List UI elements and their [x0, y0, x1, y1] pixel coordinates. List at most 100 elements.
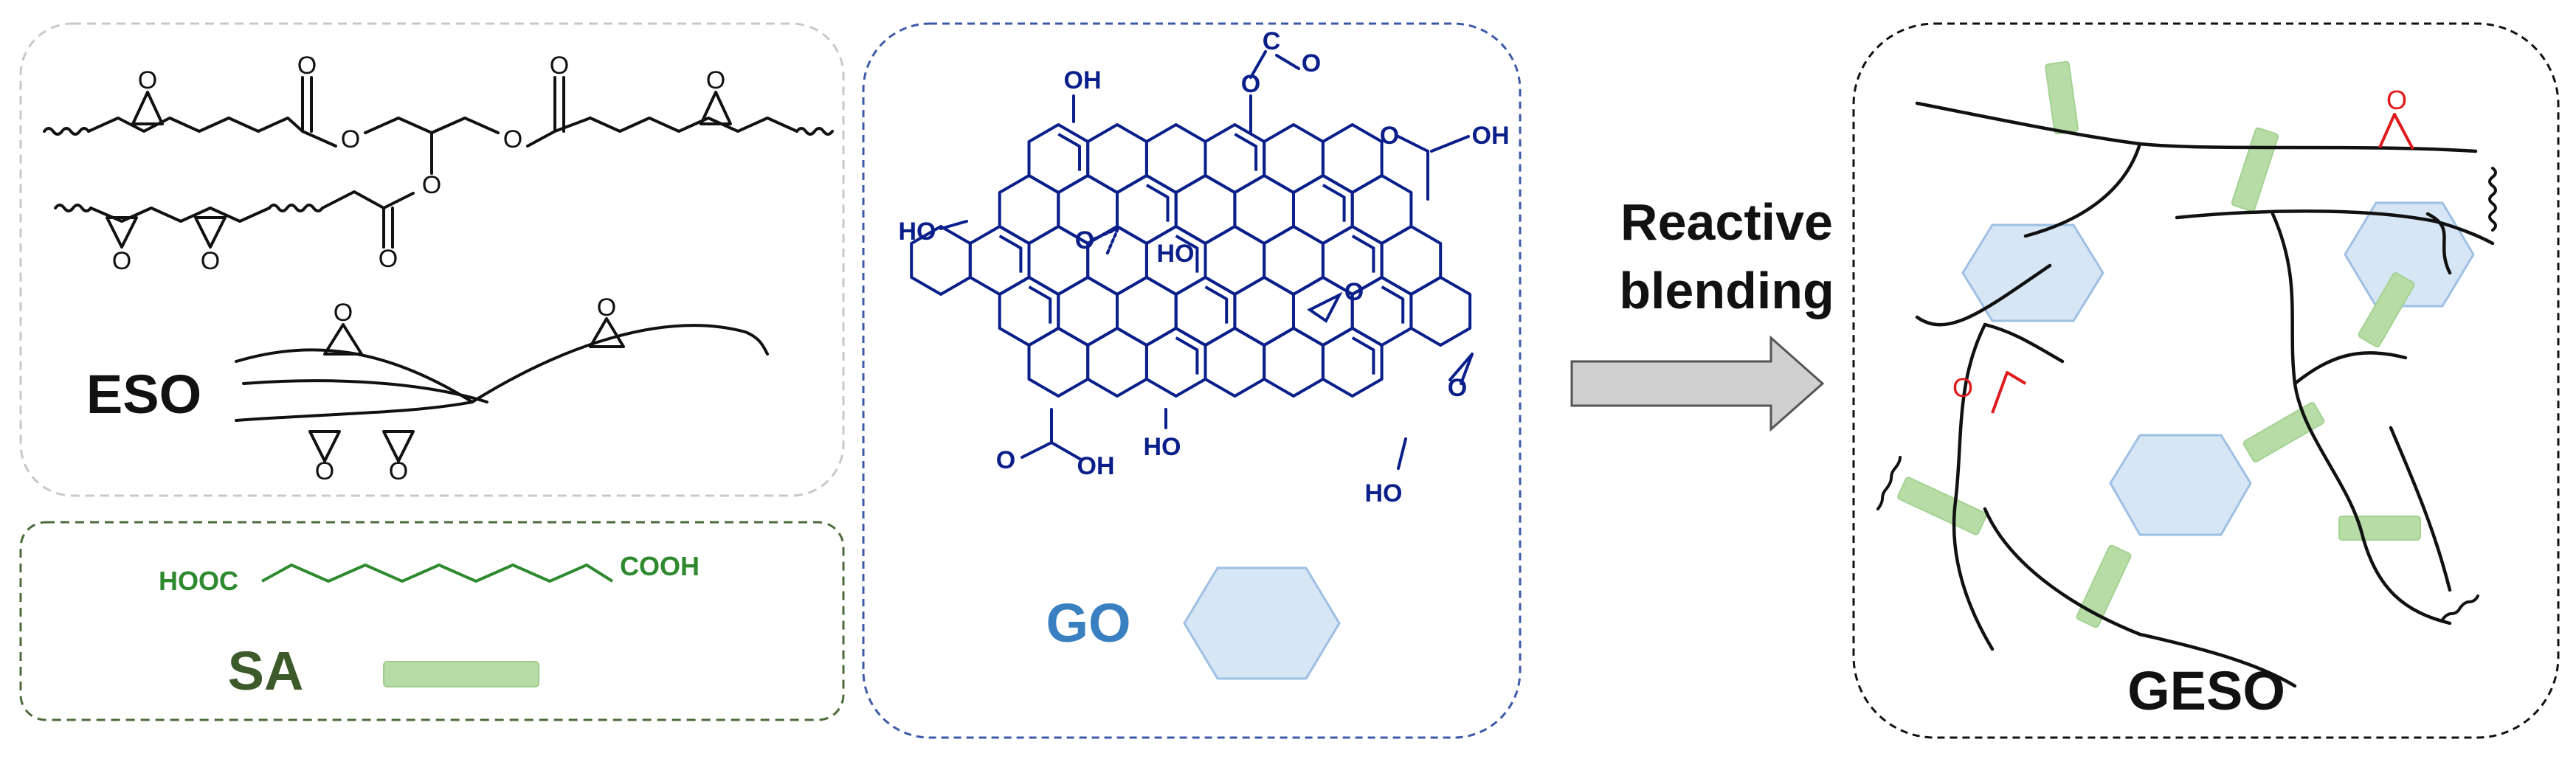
geso-sa-bar: [1897, 476, 1987, 535]
eso-ester-bond-3: [321, 190, 415, 249]
geso-strand: [2425, 212, 2452, 275]
eso-epoxide-8: [382, 430, 415, 462]
eso-ester-bond-1: [301, 76, 337, 148]
go-ring: [1204, 327, 1266, 398]
eso-chain-middle: [89, 207, 271, 223]
eso-atom-o: O: [422, 171, 441, 199]
geso-strand: [1915, 101, 2478, 153]
eso-atom-o: O: [389, 457, 408, 485]
go-ring-double-bond: [1351, 336, 1375, 375]
eso-epoxide-6: [589, 317, 625, 348]
go-group-oh-top: OH: [1064, 66, 1102, 94]
go-group-oh-bottom: OH: [1077, 452, 1115, 480]
go-ring: [1086, 327, 1148, 398]
eso-atom-o: O: [503, 125, 522, 153]
go-atom-o: O: [996, 446, 1015, 474]
eso-panel: O O O O O O O O O O O O O O ESO: [19, 22, 845, 497]
eso-strand-top: [235, 324, 769, 403]
eso-molecule: [43, 76, 834, 462]
go-sheet: OH O C O O OH HO O HO O O O OH HO HO: [899, 27, 1510, 507]
eso-wavy-end-left: [43, 127, 90, 136]
sa-bar-symbol: [383, 661, 539, 687]
geso-epoxides: [1991, 113, 2414, 414]
geso-label: GESO: [2127, 660, 2285, 721]
go-ring: [1027, 327, 1090, 398]
geso-sa-bar: [2076, 544, 2132, 628]
eso-atom-o: O: [315, 457, 334, 485]
geso-sa-bar: [2338, 516, 2421, 541]
go-atom-o: O: [1302, 49, 1321, 77]
go-bond-cooh-right: [1397, 135, 1470, 201]
go-ring-double-bond: [1175, 235, 1199, 273]
geso-strand: [1983, 507, 2297, 688]
go-hex-grid: [910, 123, 1472, 398]
go-ring-double-bond: [998, 235, 1023, 273]
geso-panel: O O GESO: [1852, 22, 2560, 739]
eso-atom-o: O: [597, 294, 616, 322]
eso-epoxide-3: [106, 216, 138, 249]
go-ring-double-bond: [1028, 285, 1052, 324]
eso-chain-top-left: [87, 117, 304, 133]
geso-go-sheets: [1961, 201, 2475, 536]
geso-atom-o: O: [2386, 85, 2407, 115]
eso-glycerol: [364, 117, 500, 175]
geso-polymer-strands: [1915, 101, 2495, 688]
eso-epoxide-4: [194, 216, 227, 249]
go-bond-epoxide-center: [1307, 291, 1343, 323]
eso-box: [19, 22, 845, 497]
go-bond-ester-top: [1249, 50, 1300, 134]
eso-atom-o: O: [379, 245, 398, 273]
go-group-oh-right: OH: [1472, 122, 1510, 150]
go-ring-double-bond: [1322, 184, 1346, 222]
sa-left-group: HOOC: [159, 566, 238, 596]
go-atom-o: O: [1380, 122, 1399, 150]
geso-wavy-end: [2441, 595, 2479, 621]
eso-epoxide-2: [700, 91, 732, 125]
geso-sa-bar: [2358, 272, 2415, 347]
eso-atom-o: O: [341, 125, 360, 153]
go-ring: [1321, 327, 1384, 398]
eso-atoms: O O O O O O O O O O O O O O: [112, 52, 725, 485]
eso-atom-o: O: [706, 66, 725, 94]
eso-epoxide-1: [131, 91, 164, 125]
sa-chain: [261, 564, 614, 583]
geso-epoxide-ring: [1991, 371, 2027, 414]
go-ring-double-bond: [1204, 285, 1229, 324]
eso-epoxide-7: [308, 430, 341, 462]
go-groups: OH O C O O OH HO O HO O O O OH HO HO: [899, 27, 1510, 507]
go-bond-ho-left: [939, 220, 968, 230]
go-atom-o: O: [1344, 278, 1364, 306]
go-group-ho-bottom-right: HO: [1365, 479, 1403, 507]
eso-label: ESO: [86, 364, 201, 425]
geso-go-hexagon: [1961, 223, 2104, 322]
eso-wavy-end-left-2: [54, 204, 92, 212]
eso-atom-o: O: [297, 52, 317, 80]
go-atom-o: O: [1241, 70, 1260, 98]
arrow-label-line2: blending: [1619, 262, 1834, 319]
geso-sa-bar: [2231, 127, 2279, 212]
go-group-ho-bottom: HO: [1144, 433, 1181, 461]
eso-atom-o: O: [112, 247, 131, 275]
go-bonds: [939, 50, 1474, 470]
eso-ester-bond-2: [526, 76, 592, 148]
go-atom-o: O: [1448, 374, 1467, 402]
eso-atom-o: O: [550, 52, 569, 80]
go-ring: [1409, 276, 1472, 347]
go-box: [862, 22, 1522, 739]
eso-epoxide-5: [323, 323, 363, 356]
go-atom-c: C: [1263, 27, 1281, 55]
geso-strand: [2389, 426, 2452, 592]
eso-atom-o: O: [334, 299, 353, 327]
go-bond-epoxide-left: [1091, 227, 1119, 256]
go-bond-cooh-bottom: [1021, 408, 1082, 461]
geso-strand: [2271, 212, 2452, 625]
eso-wavy-middle: [268, 204, 324, 212]
go-hexagon-symbol: [1183, 566, 1341, 680]
sa-right-group: COOH: [620, 551, 700, 581]
go-ring: [1263, 327, 1325, 398]
geso-epoxide-atoms: O O: [1952, 85, 2407, 403]
geso-strand: [1952, 322, 1995, 651]
eso-chain-top-right: [589, 117, 798, 133]
eso-wavy-end-right: [795, 127, 834, 136]
